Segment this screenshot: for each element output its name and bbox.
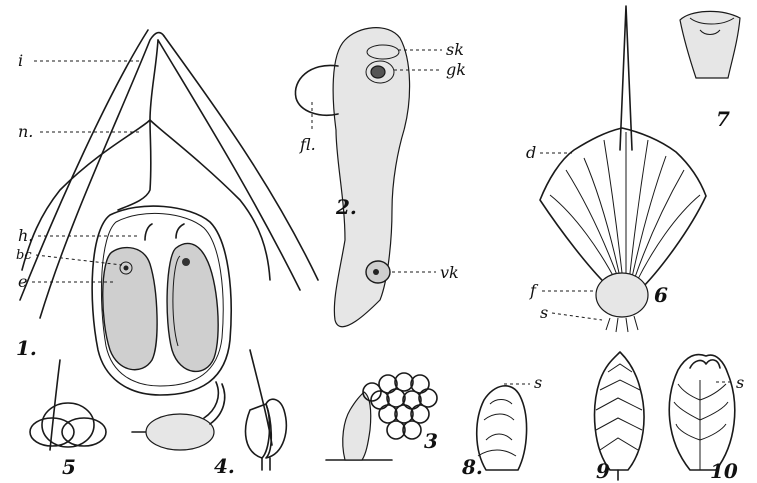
fig1-label-i: i xyxy=(18,51,23,70)
fig2-label-gk: gk xyxy=(446,60,466,79)
fig4-number: 4. xyxy=(214,454,235,478)
figure-4-ovule-and-pollen: 4. xyxy=(132,382,286,478)
fig10-label-s: s xyxy=(736,373,744,392)
figure-7-cone: 7 xyxy=(680,11,740,131)
figure-6-scale: d f s 6 xyxy=(526,6,706,332)
fig1-label-e: e xyxy=(18,272,27,291)
fig9-number: 9 xyxy=(596,459,610,483)
fig6-label-s: s xyxy=(540,303,548,322)
fig1-label-bc: bc xyxy=(16,248,32,263)
fig1-label-n: n. xyxy=(18,122,33,141)
figure-8-small-cone: s 8. xyxy=(461,373,542,479)
fig6-label-d: d xyxy=(526,143,536,162)
fig8-number: 8. xyxy=(461,455,483,479)
fig2-label-fl: fl. xyxy=(299,135,316,154)
fig2-number: 2. xyxy=(335,195,357,219)
fig3-number: 3 xyxy=(424,429,438,453)
figure-2-embryo-sac: sk gk fl. vk 2. xyxy=(295,28,465,327)
figure-3-cluster: 3 xyxy=(326,373,438,460)
fig6-label-f: f xyxy=(529,281,539,300)
fig7-number: 7 xyxy=(716,107,730,131)
fig2-label-vk: vk xyxy=(440,263,459,282)
figure-9-spike: 9 xyxy=(595,352,644,483)
figure-10-section: s 10 xyxy=(669,355,744,483)
fig6-number: 6 xyxy=(654,283,668,307)
fig1-label-h: h. xyxy=(18,226,33,245)
figure-5-lobed-body: 5 xyxy=(30,403,106,479)
fig2-label-sk: sk xyxy=(446,40,464,59)
figure-1-ovary: i n. h. bc e 1. xyxy=(16,30,318,450)
fig10-number: 10 xyxy=(710,459,738,483)
fig8-label-s: s xyxy=(534,373,542,392)
fig1-number: 1. xyxy=(16,336,37,360)
fig5-number: 5 xyxy=(62,455,76,479)
